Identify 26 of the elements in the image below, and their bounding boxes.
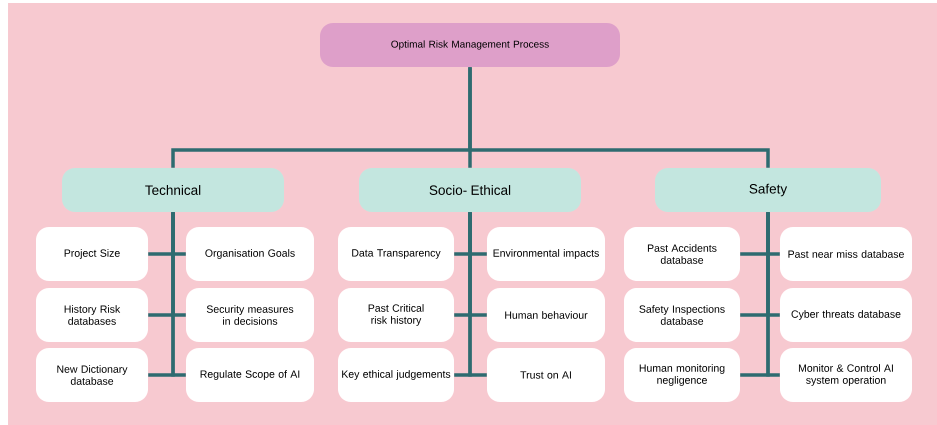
item-box: Past Accidents database (624, 227, 740, 281)
connector (468, 212, 487, 377)
item-box: Environmental impacts (487, 227, 605, 281)
item-box: Data Transparency (338, 227, 454, 281)
connector (171, 212, 186, 377)
item-box: Human behaviour (487, 288, 605, 342)
item-box: Past Critical risk history (338, 288, 454, 342)
title-box: Optimal Risk Management Process (320, 23, 620, 67)
connector (766, 212, 780, 377)
item-box: Monitor & Control AI system operation (780, 348, 912, 402)
item-box: Organisation Goals (186, 227, 314, 281)
item-box: Safety Inspections database (624, 288, 740, 342)
item-box: Human monitoring negligence (624, 348, 740, 402)
item-box: Trust on AI (487, 348, 605, 402)
category-box: Socio- Ethical (359, 168, 581, 212)
item-box: Security measures in decisions (186, 288, 314, 342)
connector (468, 67, 770, 168)
item-box: Project Size (36, 227, 148, 281)
item-box: Cyber threats database (780, 288, 912, 342)
item-box: New Dictionary database (36, 348, 148, 402)
item-box: Key ethical judgements (338, 348, 454, 402)
item-box: Regulate Scope of AI (186, 348, 314, 402)
category-box: Technical (62, 168, 284, 212)
item-box: Past near miss database (780, 227, 912, 281)
item-box: History Risk databases (36, 288, 148, 342)
category-box: Safety (655, 168, 881, 212)
